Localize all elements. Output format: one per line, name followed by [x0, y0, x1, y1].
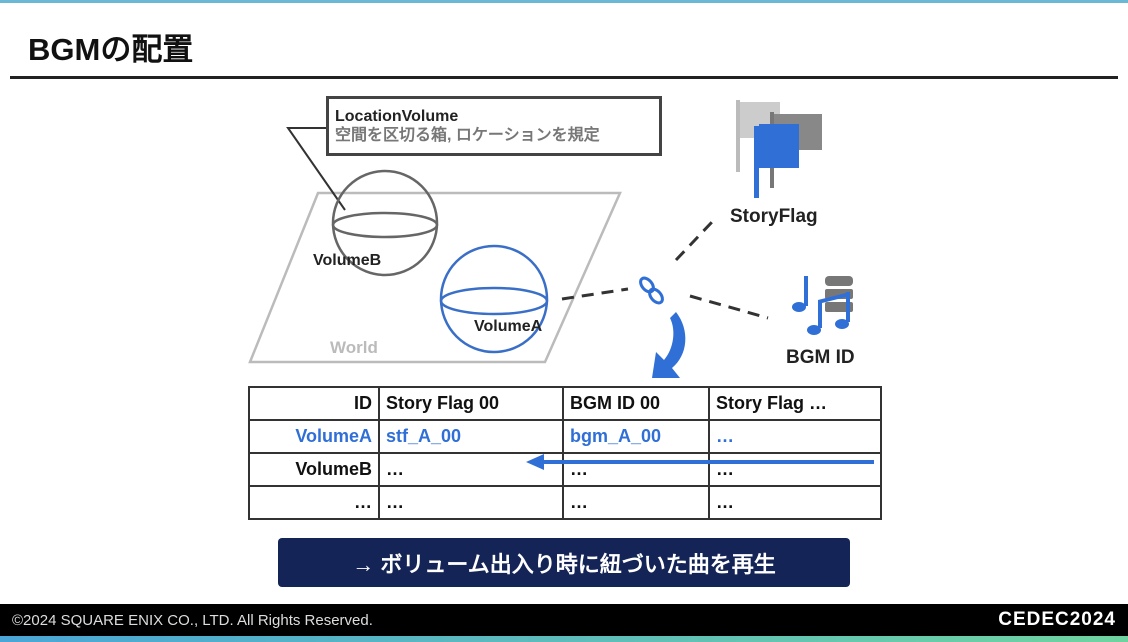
cell: …	[248, 485, 380, 520]
volume-a-sphere	[439, 244, 549, 354]
cell: …	[378, 452, 564, 487]
music-notes-icon	[792, 276, 850, 335]
volume-b-label: VolumeB	[313, 252, 382, 269]
volume-a-label: VolumeA	[474, 318, 543, 335]
header-story-flag-more: Story Flag …	[708, 386, 882, 421]
cell: …	[708, 419, 882, 454]
cell: …	[378, 485, 564, 520]
header-story-flag-00: Story Flag 00	[378, 386, 564, 421]
bgm-table: ID Story Flag 00 BGM ID 00 Story Flag … …	[248, 386, 882, 520]
play-bgm-banner: → ボリューム出入り時に紐づいた曲を再生	[278, 538, 850, 587]
page-title: BGMの配置	[28, 32, 194, 67]
callout-pointer	[286, 127, 346, 211]
cell: VolumeB	[248, 452, 380, 487]
title-divider	[10, 76, 1118, 79]
link-line-bgm	[689, 294, 769, 320]
row-scan-arrow	[526, 454, 874, 470]
copyright-text: ©2024 SQUARE ENIX CO., LTD. All Rights R…	[12, 611, 373, 629]
footer: ©2024 SQUARE ENIX CO., LTD. All Rights R…	[0, 604, 1128, 636]
header-bgm-id-00: BGM ID 00	[562, 386, 710, 421]
world-label: World	[330, 338, 378, 357]
diagram	[248, 100, 853, 378]
header-id: ID	[248, 386, 380, 421]
footer-gradient-strip	[0, 636, 1128, 642]
link-line-flag	[674, 220, 714, 262]
callout-description: 空間を区切る箱, ロケーションを規定	[335, 127, 600, 144]
volume-b-sphere	[331, 169, 439, 277]
cell: stf_A_00	[378, 419, 564, 454]
table-row: VolumeB … … …	[248, 452, 882, 487]
location-volume-callout: LocationVolume 空間を区切る箱, ロケーションを規定	[326, 96, 662, 156]
cell: …	[562, 452, 710, 487]
bgm-id-label: BGM ID	[786, 347, 855, 368]
callout-title: LocationVolume	[335, 108, 459, 125]
curved-down-arrow	[652, 312, 686, 378]
table-header-row: ID Story Flag 00 BGM ID 00 Story Flag …	[248, 386, 882, 421]
world-plane	[248, 191, 622, 364]
chain-link-icon	[639, 276, 664, 305]
cell: …	[562, 485, 710, 520]
cell: …	[708, 452, 882, 487]
table-row: VolumeA stf_A_00 bgm_A_00 …	[248, 419, 882, 454]
story-flag-label: StoryFlag	[730, 206, 818, 227]
cell: VolumeA	[248, 419, 380, 454]
cedec-logo: CEDEC2024	[998, 609, 1116, 630]
cell: …	[708, 485, 882, 520]
flags-icon	[736, 100, 822, 198]
cell: bgm_A_00	[562, 419, 710, 454]
link-line-volume	[561, 287, 629, 301]
table-row: … … … …	[248, 485, 882, 520]
top-accent-line	[0, 0, 1128, 3]
